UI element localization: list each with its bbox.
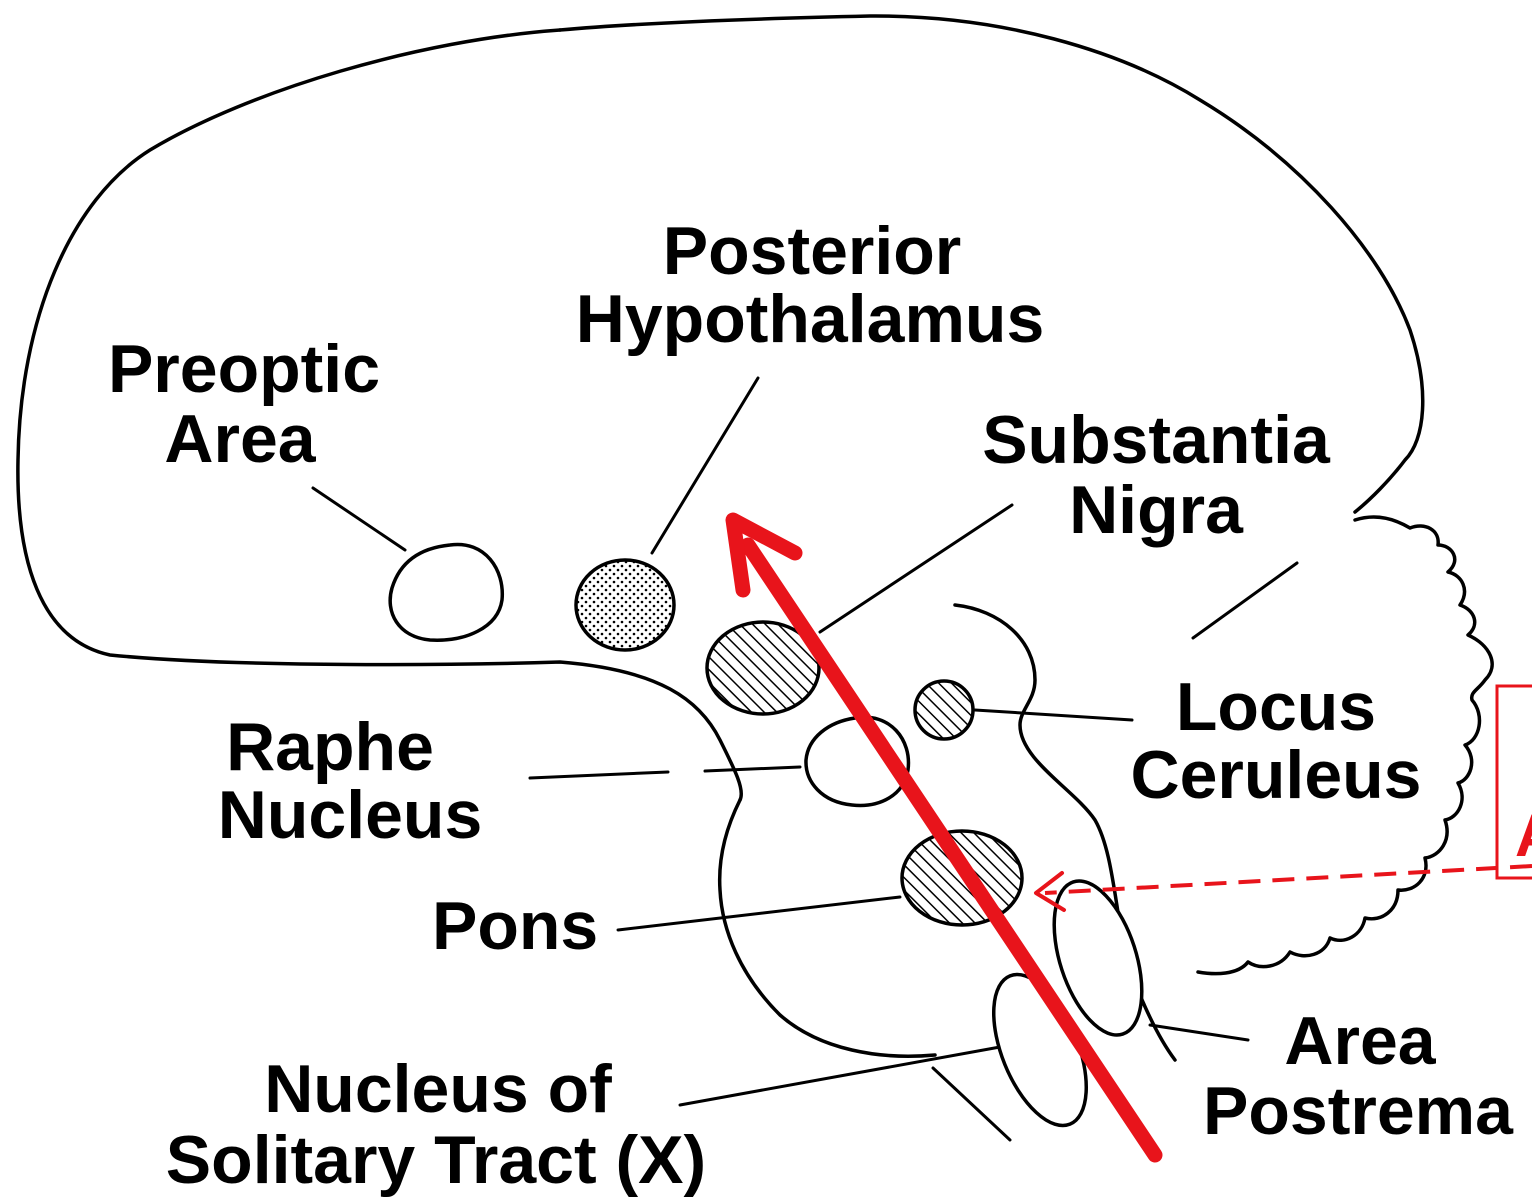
leader-preoptic-area	[313, 488, 405, 550]
svg-text:Substantia: Substantia	[982, 402, 1331, 478]
svg-text:Solitary Tract (X): Solitary Tract (X)	[166, 1122, 706, 1198]
brainstem-outline-left	[720, 800, 935, 1056]
svg-text:Ceruleus: Ceruleus	[1131, 737, 1422, 813]
leader-pons	[618, 897, 900, 930]
svg-text:Nucleus of: Nucleus of	[264, 1051, 612, 1127]
svg-text:Hypothalamus: Hypothalamus	[576, 281, 1045, 357]
cut-off-box-label: A	[1515, 802, 1532, 869]
dashed-arrow-shaft	[1045, 866, 1532, 893]
leader-area-postrema	[1150, 1025, 1248, 1040]
leader-locus-ceruleus	[975, 710, 1132, 720]
svg-text:Nigra: Nigra	[1069, 472, 1244, 548]
label-locus-ceruleus: Locus Ceruleus	[1131, 669, 1422, 813]
locus-ceruleus-nucleus	[915, 681, 973, 739]
label-substantia-nigra: Substantia Nigra	[982, 402, 1331, 548]
label-raphe-nucleus: Raphe Nucleus	[218, 709, 483, 853]
svg-text:Posterior: Posterior	[663, 213, 962, 289]
svg-text:Postrema: Postrema	[1203, 1073, 1514, 1149]
leader-cerebellum	[1193, 563, 1297, 638]
leader-brainstem-bottom	[933, 1068, 1010, 1140]
cerebrum-outline	[18, 30, 741, 800]
svg-text:Raphe: Raphe	[226, 709, 434, 785]
svg-text:Locus: Locus	[1176, 669, 1376, 745]
svg-text:Preoptic: Preoptic	[108, 331, 380, 407]
leader-raphe-nucleus-1	[530, 772, 668, 778]
label-preoptic-area: Preoptic Area	[108, 331, 380, 477]
svg-text:Nucleus: Nucleus	[218, 777, 483, 853]
bold-arrow-shaft	[748, 545, 1155, 1155]
preoptic-area-nucleus	[390, 544, 502, 640]
leader-raphe-nucleus-2	[705, 767, 800, 771]
label-posterior-hypothalamus: Posterior Hypothalamus	[576, 213, 1045, 357]
label-area-postrema: Area Postrema	[1203, 1003, 1514, 1149]
svg-text:Area: Area	[1284, 1003, 1436, 1079]
leader-nucleus-solitary-tract	[680, 1047, 1000, 1105]
posterior-hypothalamus-nucleus	[576, 560, 674, 650]
svg-text:Area: Area	[164, 401, 316, 477]
label-pons: Pons	[432, 888, 598, 964]
label-nucleus-solitary-tract: Nucleus of Solitary Tract (X)	[166, 1051, 706, 1198]
